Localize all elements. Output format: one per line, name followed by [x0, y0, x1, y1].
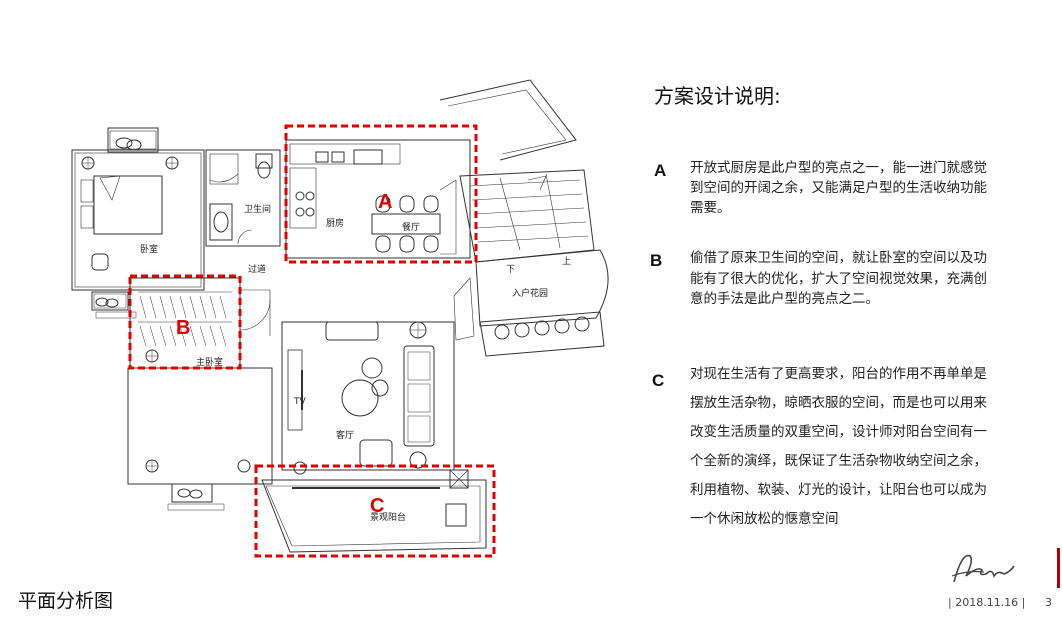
zone-letter-b: B: [176, 317, 190, 339]
label-corridor: 过道: [248, 263, 266, 275]
zone-letter-c: C: [370, 495, 384, 517]
bedroom-area: [71, 127, 205, 319]
item-c-text: 对现在生活有了更高要求，阳台的作用不再单单是摆放生活杂物，晾晒衣服的空间，而是也…: [690, 366, 987, 527]
second-bedroom-area: [127, 367, 273, 511]
label-bedroom: 卧室: [140, 243, 158, 255]
label-kitchen: 厨房: [326, 217, 344, 229]
panel-title: 方案设计说明:: [654, 84, 781, 108]
footer-date: | 2018.11.16 |: [948, 596, 1026, 609]
label-living: 客厅: [336, 429, 354, 441]
item-c-letter: C: [652, 371, 665, 390]
label-stair-down: 下: [506, 265, 515, 275]
label-balcony: 景观阳台: [370, 511, 406, 523]
item-a-letter: A: [654, 161, 667, 180]
zone-letter-a: A: [378, 191, 392, 213]
label-dining: 餐厅: [402, 221, 420, 233]
page-number: 3: [1045, 596, 1052, 609]
label-tv: TV: [293, 397, 306, 407]
label-stair-up: 上: [562, 256, 571, 267]
floor-plan: 卧室 卫生间 厨房 餐厅 过道 主卧室 TV 客厅 入户花园 下 上 景观阳台 …: [71, 79, 609, 558]
label-master-bedroom: 主卧室: [196, 356, 223, 368]
item-b-letter: B: [650, 251, 663, 270]
zone-a-outline: [284, 124, 478, 264]
edge-accent-bar: [1057, 548, 1060, 588]
kitchen-dining-area: [285, 139, 471, 259]
stair-entry-garden-area: [439, 79, 609, 357]
item-a-text: 开放式厨房是此户型的亮点之一，能一进门就感觉到空间的开阔之余，又能满足户型的生活…: [690, 160, 987, 216]
balcony-area: [261, 469, 487, 553]
zone-c-outline: [254, 464, 496, 558]
item-b-text: 偷借了原来卫生间的空间，就让卧室的空间以及功能有了很大的优化，扩大了空间视觉效果…: [690, 250, 987, 307]
page-heading: 平面分析图: [18, 590, 114, 612]
label-bathroom: 卫生间: [244, 203, 271, 215]
living-room-area: [281, 321, 455, 475]
zone-outlines: [128, 124, 496, 558]
label-entry-garden: 入户花园: [512, 287, 548, 299]
zone-b-outline: [128, 274, 242, 370]
master-bedroom-area: [129, 277, 271, 369]
signature-logo: [951, 554, 1015, 583]
bathroom-area: [205, 149, 281, 247]
